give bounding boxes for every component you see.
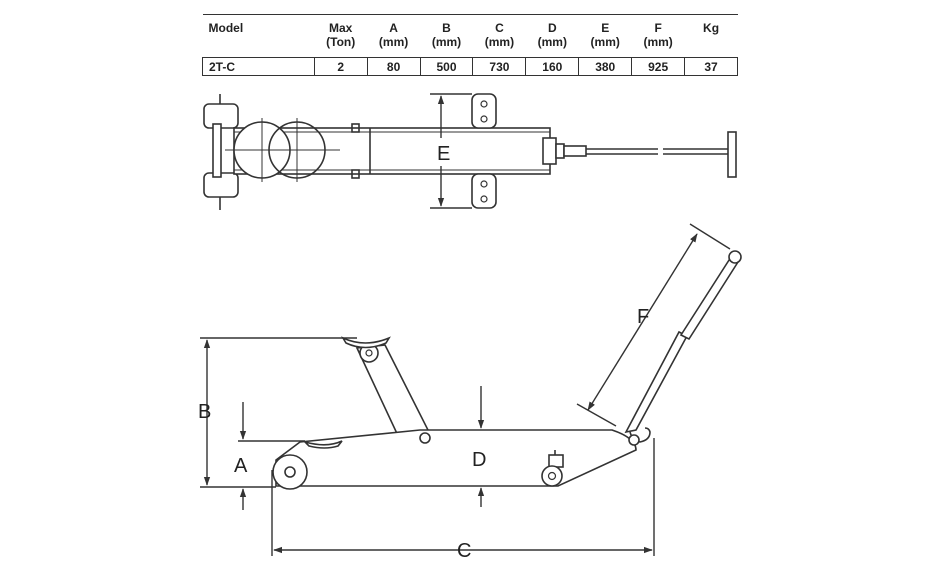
label-d: D <box>472 449 486 471</box>
header-b: B(mm) <box>420 14 473 58</box>
header-c: C(mm) <box>472 14 526 58</box>
cell-e: 380 <box>578 57 633 76</box>
dimension-c <box>271 438 655 556</box>
dimension-b <box>200 337 357 488</box>
dimension-a <box>238 402 305 510</box>
cell-f: 925 <box>631 57 686 76</box>
top-view-rear-wheels <box>471 93 497 209</box>
top-view-front-wheels <box>203 94 239 210</box>
jack-handle <box>624 250 742 446</box>
cell-c: 730 <box>472 57 527 76</box>
label-e: E <box>437 143 450 165</box>
header-max: Max(Ton) <box>314 14 368 58</box>
dimension-e <box>430 93 472 209</box>
cell-model: 2T-C <box>202 57 315 76</box>
rear-caster <box>541 450 564 487</box>
header-e: E(mm) <box>578 14 632 58</box>
front-wheel <box>272 454 308 490</box>
header-model: Model <box>202 14 315 58</box>
saddle <box>340 336 391 349</box>
header-row: Model Max(Ton) A(mm) B(mm) C(mm) D(mm) E… <box>202 14 738 58</box>
side-view <box>272 250 742 490</box>
label-a: A <box>234 455 248 477</box>
spec-table: Model Max(Ton) A(mm) B(mm) C(mm) D(mm) E… <box>202 14 738 76</box>
label-f: F <box>637 306 649 328</box>
table-row: 2T-C 2 80 500 730 160 380 925 37 <box>202 57 738 76</box>
top-view <box>203 93 737 210</box>
header-d: D(mm) <box>525 14 579 58</box>
label-b: B <box>198 401 211 423</box>
chassis <box>275 429 637 487</box>
cell-b: 500 <box>419 57 474 76</box>
dimension-f <box>576 223 731 427</box>
label-c: C <box>457 540 471 562</box>
cell-kg: 37 <box>684 57 738 76</box>
